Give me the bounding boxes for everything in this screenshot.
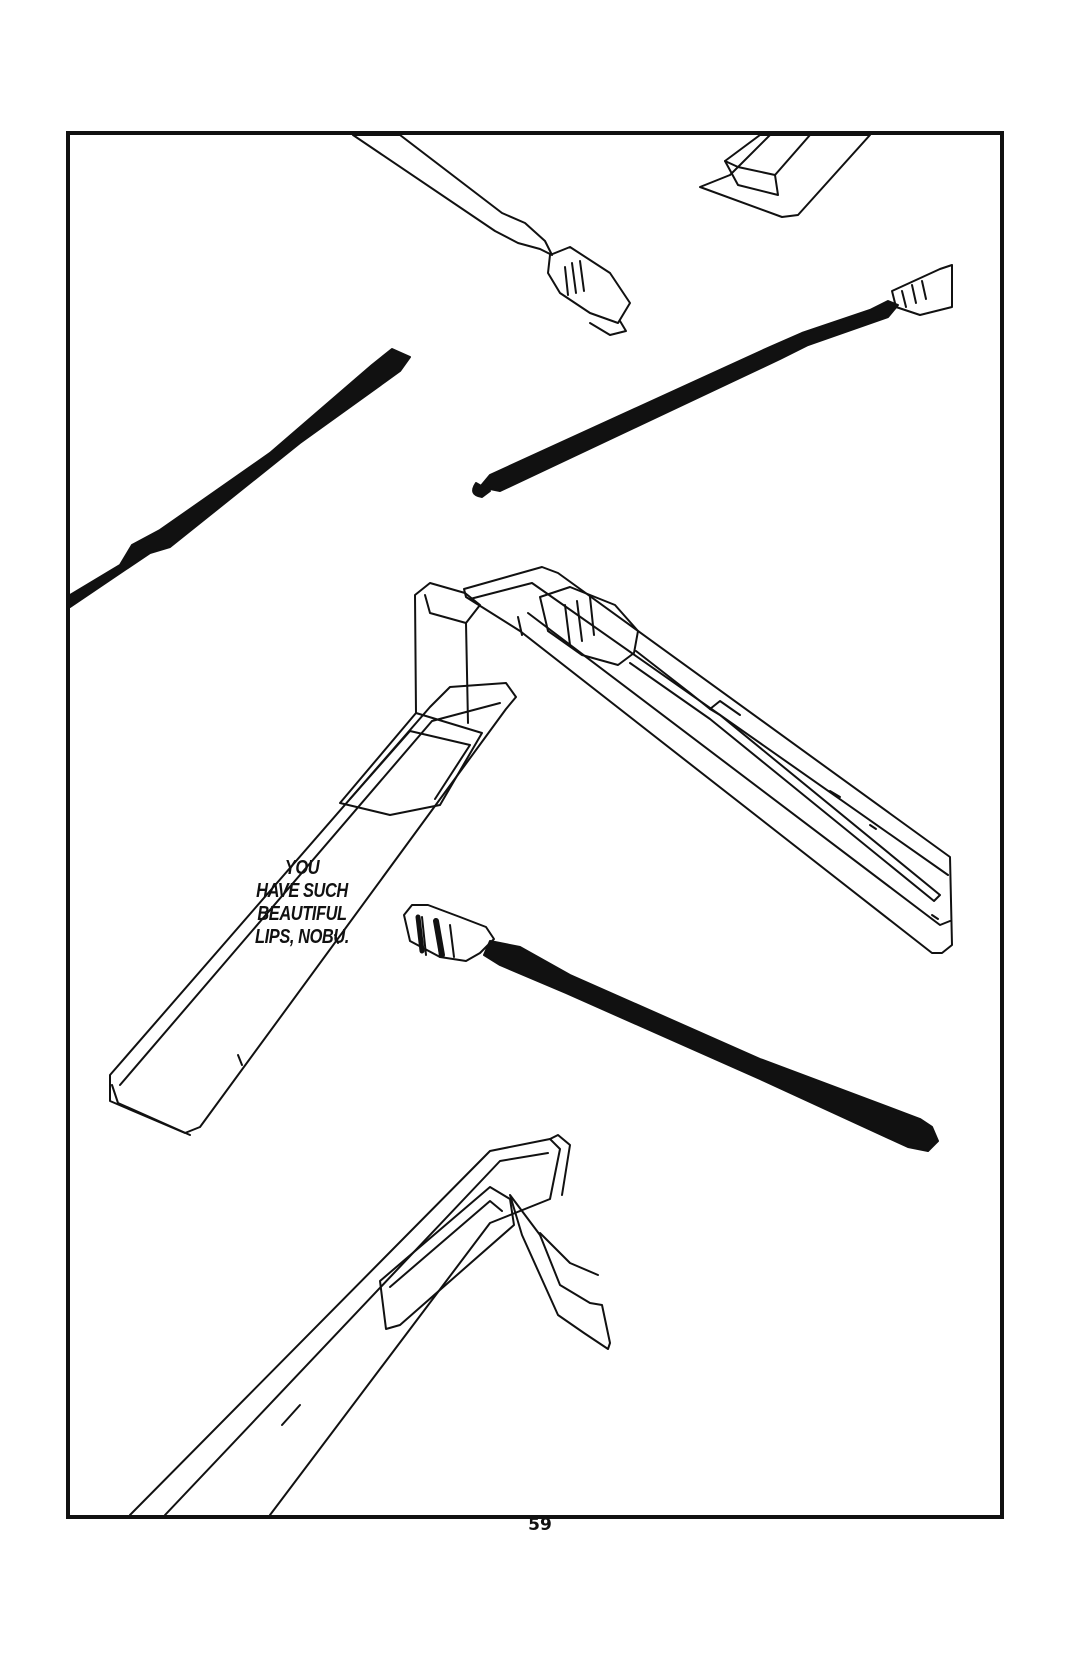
speech-caption: YOU HAVE SUCH BEAUTIFUL LIPS, NOBU.	[236, 857, 367, 949]
white-head-upper-right	[891, 264, 953, 316]
caption-line: HAVE SUCH	[256, 880, 348, 902]
caption-line: LIPS, NOBU.	[255, 926, 349, 948]
toothbrush-case-with-brush	[463, 566, 953, 954]
caption-line: YOU	[284, 857, 320, 879]
page-number: 59	[528, 1515, 552, 1535]
caption-line: BEAUTIFUL	[257, 903, 347, 925]
black-toothbrush-upper-right	[472, 300, 899, 498]
black-toothbrush-handle-lower-right	[483, 940, 939, 1152]
toothbrush-illustration	[70, 135, 953, 1515]
black-toothbrush-lower-right	[403, 904, 495, 962]
toothbrush-case-bottom	[129, 1134, 611, 1515]
black-toothbrush-upper-left	[70, 348, 411, 608]
comic-panel	[66, 131, 1004, 1519]
white-toothbrush-top	[352, 135, 631, 336]
toothbrush-case-top-right	[699, 135, 871, 218]
